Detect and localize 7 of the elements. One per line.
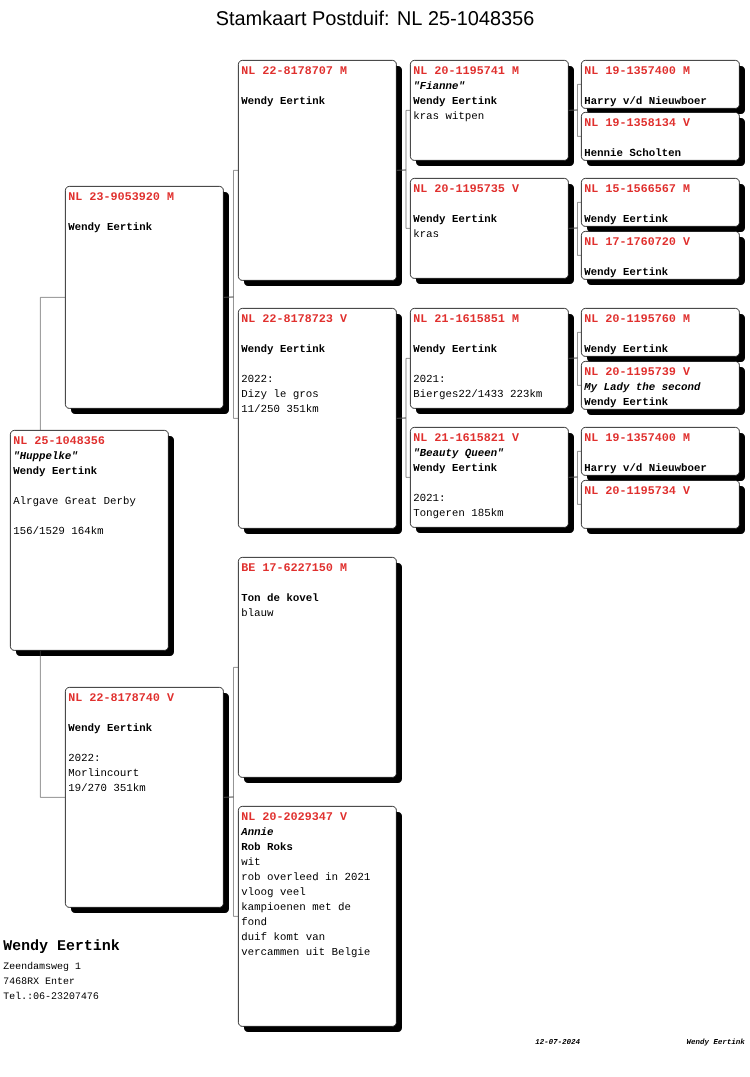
address-text: 7468RX Enter <box>3 977 75 985</box>
phone-text: Tel.:06-23207476 <box>3 991 99 1000</box>
connector-line <box>40 650 66 798</box>
title: Stamkaart Postduif: NL 25-1048356 <box>216 10 534 26</box>
address-text: Zeendamsweg 1 <box>3 961 81 972</box>
connector-line <box>40 297 66 431</box>
breeder-name: Wendy Eertink <box>3 939 120 954</box>
